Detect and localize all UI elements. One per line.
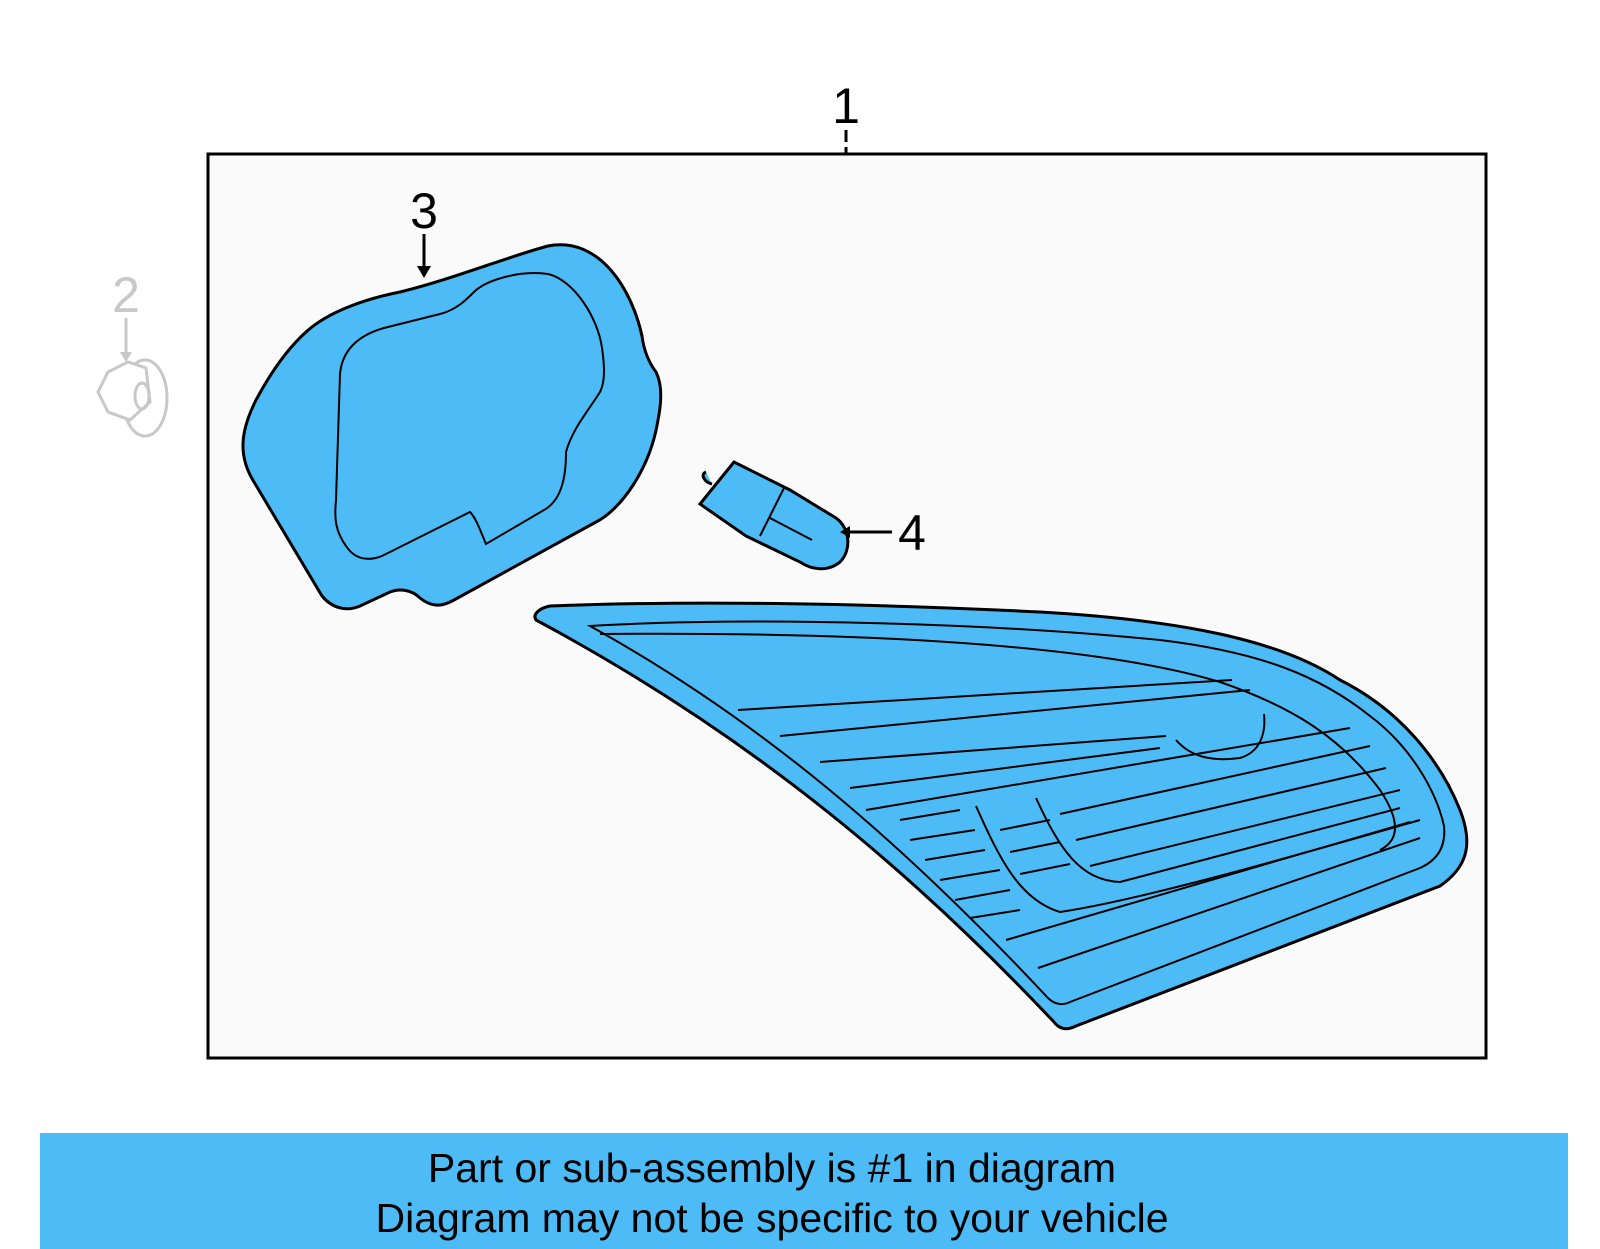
nut-icon: 2 [96,267,169,438]
lamp-socket-gasket-icon: 3 [241,183,663,611]
lens-ribs [737,679,1421,969]
banner-line-1: Part or sub-assembly is #1 in diagram [427,1145,1117,1191]
bulb-icon: 4 [697,460,926,571]
callout-3: 3 [410,183,438,239]
tail-lamp-lens-icon [533,601,1469,1031]
callout-2: 2 [112,267,140,323]
disclaimer-banner: Part or sub-assembly is #1 in diagram Di… [40,1133,1568,1249]
banner-line-2: Diagram may not be specific to your vehi… [375,1195,1169,1241]
callout-4: 4 [898,505,926,561]
callout-1: 1 [832,78,860,134]
